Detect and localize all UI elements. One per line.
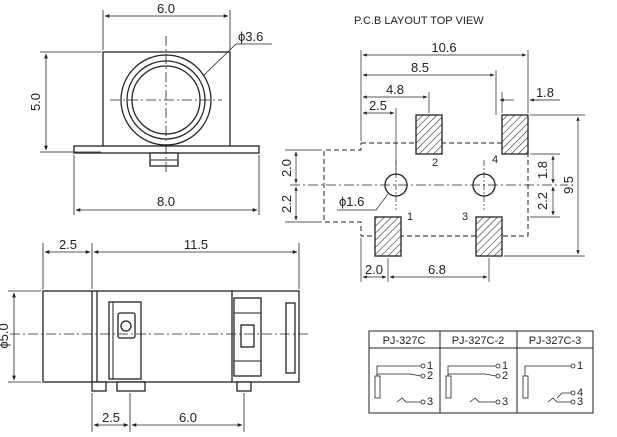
pcb-dim-1-8-right: 1.8 (535, 161, 550, 179)
c1-pin-1: 1 (427, 360, 433, 372)
pcb-pad-4-label: 4 (492, 154, 498, 166)
c3-pin-1: 1 (577, 360, 583, 372)
front-width-label: 6.0 (157, 1, 175, 16)
c2-pin-3: 3 (502, 396, 508, 408)
front-base-width-label: 8.0 (157, 194, 175, 209)
side-view (8, 243, 310, 432)
front-diameter-label: ϕ3.6 (238, 29, 263, 44)
schematic-pj-327c (374, 363, 426, 405)
pcb-dim-6-8: 6.8 (428, 262, 446, 277)
pcb-pad-1-label: 1 (407, 211, 413, 223)
pcb-dim-2-2-right: 2.2 (535, 192, 550, 210)
side-length-label: 11.5 (184, 237, 208, 252)
pcb-dim-2-5: 2.5 (369, 98, 387, 113)
pcb-dim-9-5: 9.5 (561, 176, 576, 194)
pcb-dim-2-0-bottom: 2.0 (365, 262, 383, 277)
pcb-hole-diameter: ϕ1.6 (339, 194, 364, 209)
pcb-dim-8-5: 8.5 (411, 60, 429, 75)
c3-pin-3: 3 (577, 396, 583, 408)
side-pin-pitch-label: 6.0 (179, 410, 197, 425)
pcb-dim-10-6: 10.6 (431, 40, 456, 55)
table-header-c2: PJ-327C-2 (452, 335, 505, 347)
pcb-dim-2-0-left: 2.0 (279, 159, 294, 177)
side-diameter-label: ϕ5.0 (0, 323, 11, 348)
table-header-c1: PJ-327C (383, 335, 426, 347)
pcb-layout (285, 50, 585, 282)
pcb-dim-4-8: 4.8 (386, 82, 404, 97)
pcb-pad-3-label: 3 (462, 211, 468, 223)
c1-pin-3: 3 (427, 396, 433, 408)
front-view (40, 10, 272, 215)
c2-pin-2: 2 (502, 370, 508, 382)
side-offset-label: 2.5 (59, 237, 77, 252)
pcb-dim-1-8-top: 1.8 (536, 85, 554, 100)
pcb-layout-title: P.C.B LAYOUT TOP VIEW (354, 15, 484, 27)
c3-pin-4: 4 (577, 387, 583, 399)
side-pin-offset-label: 2.5 (102, 410, 120, 425)
c2-pin-1: 1 (502, 360, 508, 372)
model-table (368, 330, 594, 414)
table-header-c3: PJ-327C-3 (529, 335, 582, 347)
pcb-pad-2-label: 2 (432, 157, 438, 169)
c1-pin-2: 2 (427, 370, 433, 382)
schematic-pj-327c-2 (445, 363, 501, 405)
schematic-pj-327c-3 (522, 363, 576, 405)
front-height-label: 5.0 (28, 93, 43, 111)
pcb-dim-2-2-left: 2.2 (279, 195, 294, 213)
